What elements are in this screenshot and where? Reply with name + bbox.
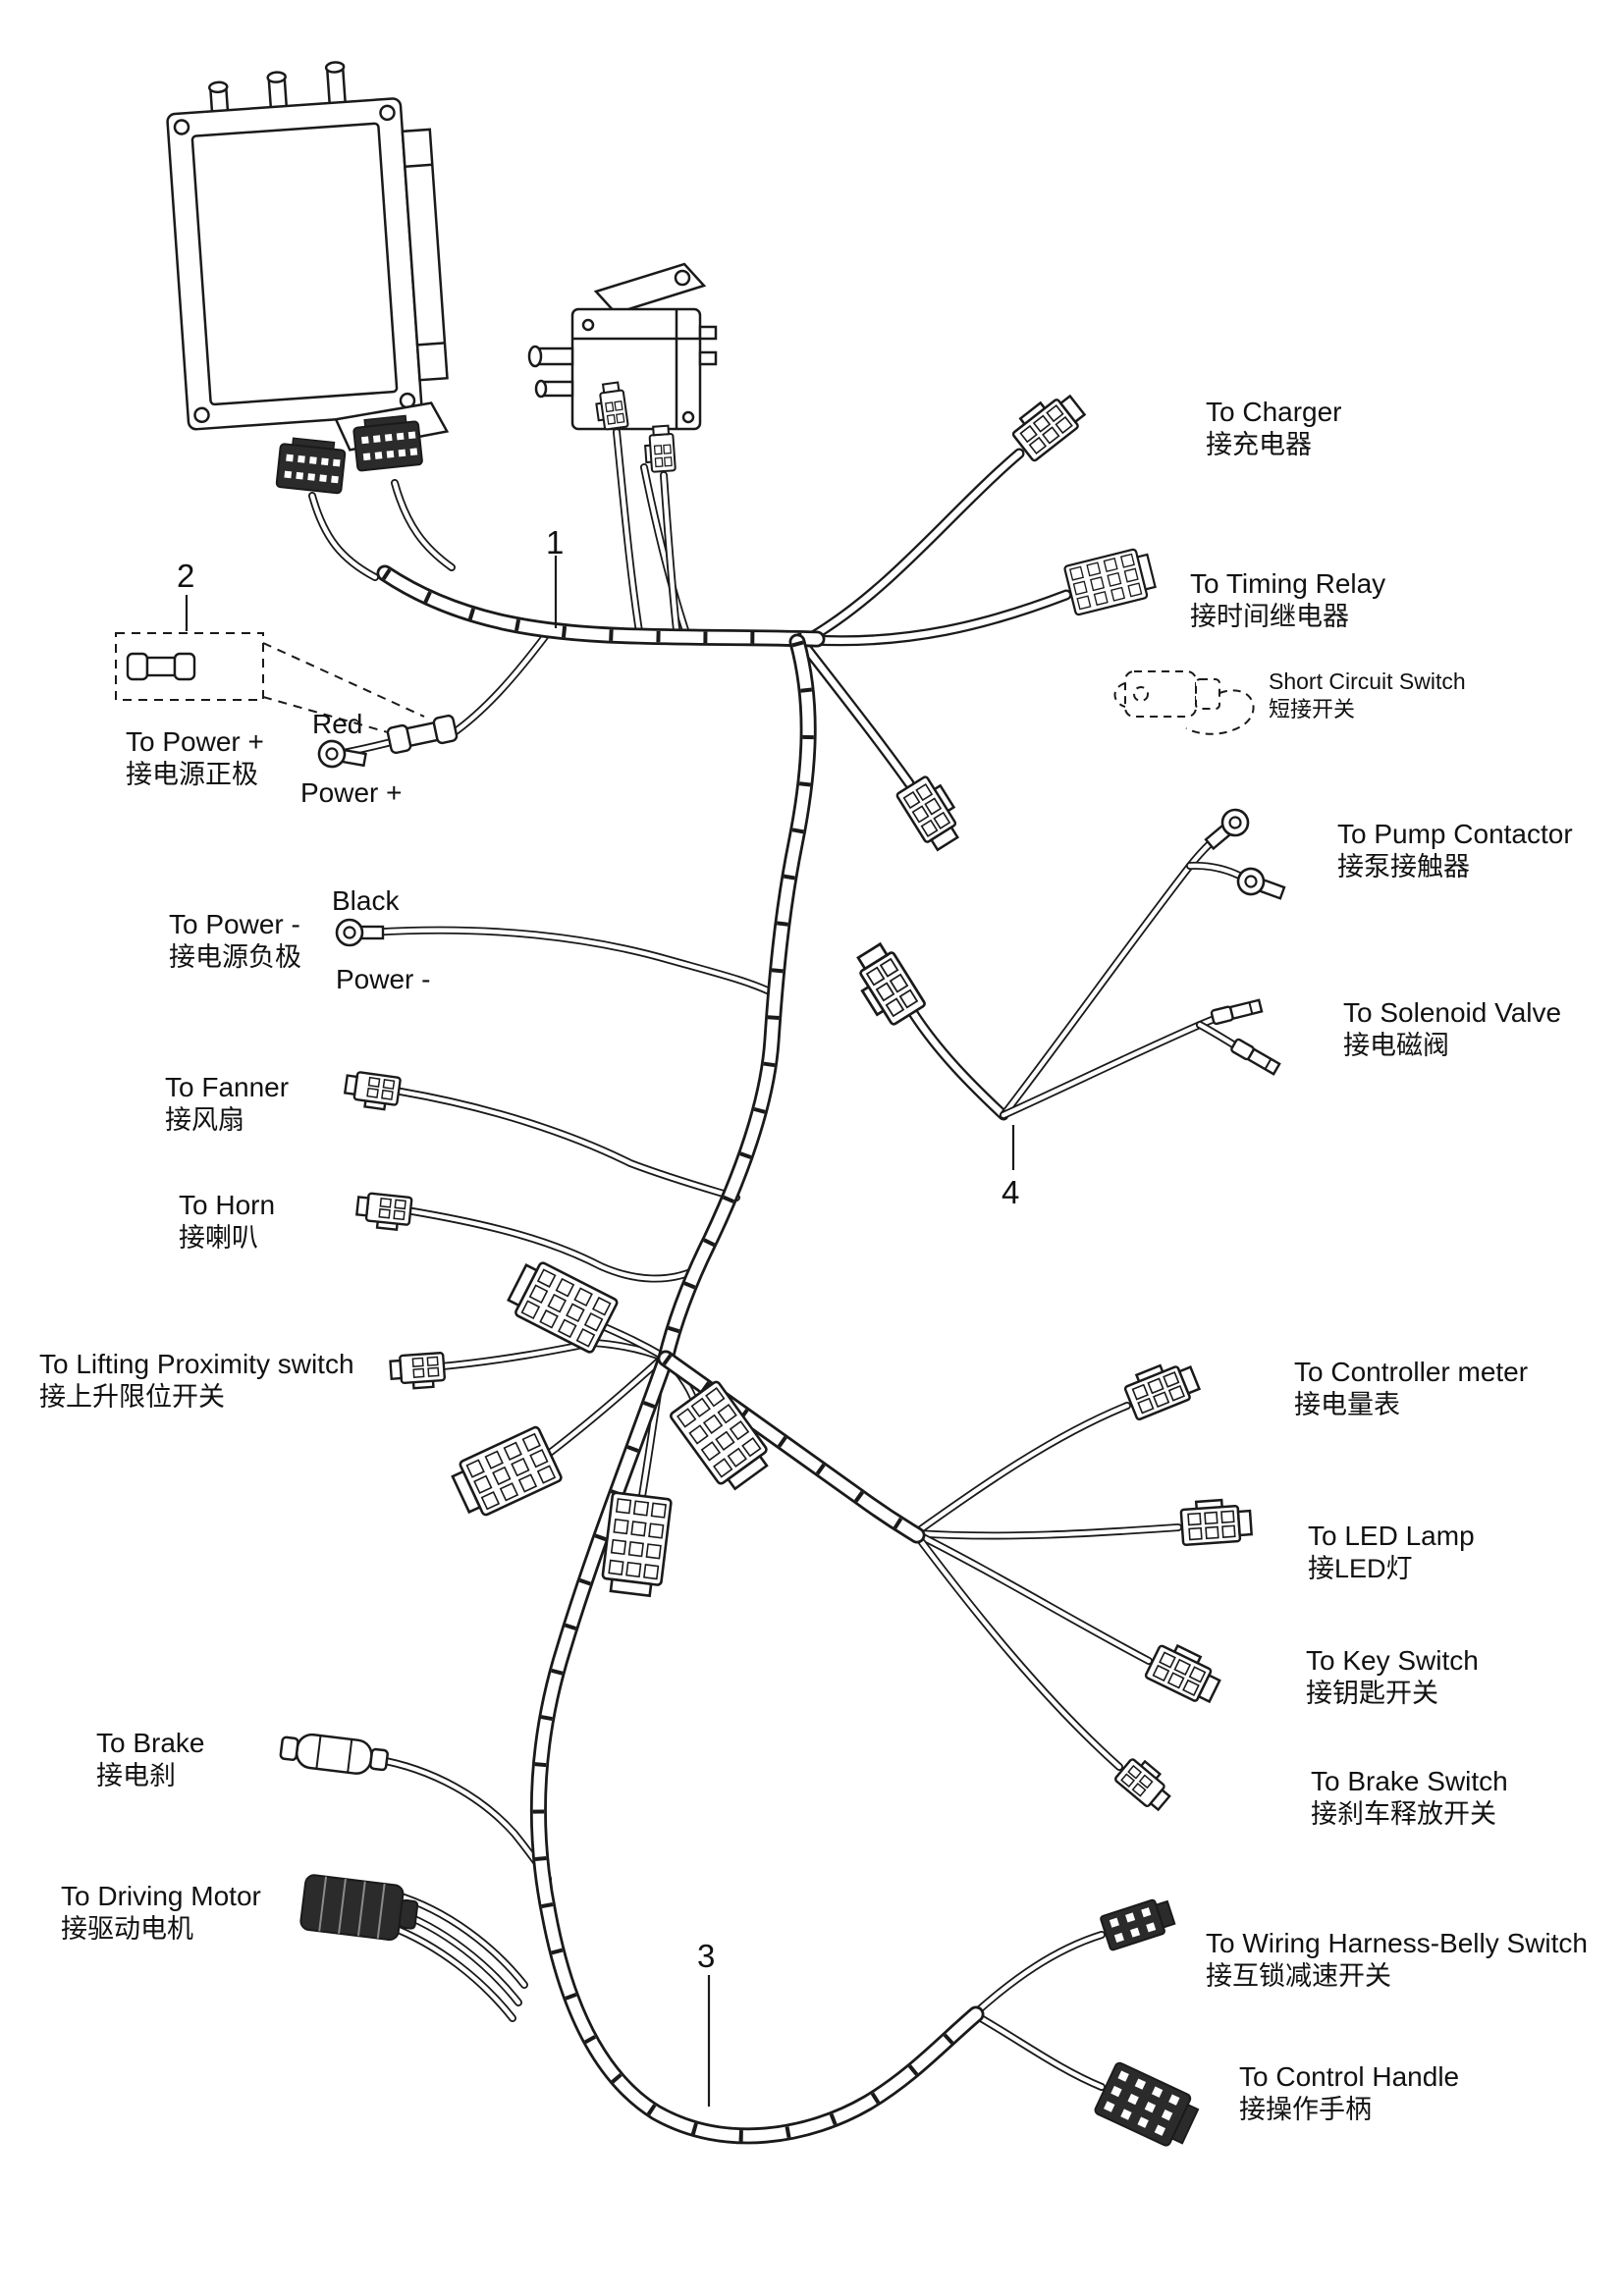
label-wire-black: Black xyxy=(332,885,400,916)
label-to-charger-zh: 接充电器 xyxy=(1206,430,1312,459)
callout-1: 1 xyxy=(546,524,565,561)
cluster-connector-a xyxy=(502,1255,620,1356)
label-to-belly-switch: To Wiring Harness-Belly Switch 接互锁减速开关 xyxy=(1206,1926,1588,1994)
label-to-horn-en: To Horn xyxy=(179,1190,276,1220)
label-to-belly-switch-en: To Wiring Harness-Belly Switch xyxy=(1206,1928,1588,1958)
label-to-key-switch: To Key Switch 接钥匙开关 xyxy=(1306,1643,1479,1711)
label-to-brake-switch-zh: 接刹车释放开关 xyxy=(1311,1799,1496,1829)
harness-wires xyxy=(312,432,1257,2136)
label-wire-power-minus: Power - xyxy=(336,964,431,994)
label-to-controller-meter-zh: 接电量表 xyxy=(1294,1390,1400,1419)
label-to-fanner-zh: 接风扇 xyxy=(165,1105,244,1135)
label-to-driving-motor: To Driving Motor 接驱动电机 xyxy=(61,1879,261,1947)
label-wire-power-plus: Power + xyxy=(300,777,403,808)
driving-motor-connector xyxy=(299,1874,419,1942)
brake-connector xyxy=(279,1733,389,1775)
label-to-power-minus-zh: 接电源负极 xyxy=(169,942,301,972)
label-to-solenoid-valve: To Solenoid Valve 接电磁阀 xyxy=(1343,995,1561,1063)
label-to-timing-relay-zh: 接时间继电器 xyxy=(1190,602,1349,631)
label-to-brake-switch-en: To Brake Switch xyxy=(1311,1766,1508,1796)
short-circuit-switch xyxy=(1113,670,1255,735)
power-plus-ring-terminal xyxy=(315,737,369,774)
power-plus-fuse-holder xyxy=(385,714,460,755)
key-switch-connector xyxy=(1143,1637,1227,1709)
controller-meter-connector xyxy=(1120,1354,1203,1421)
label-to-led-lamp-zh: 接LED灯 xyxy=(1308,1554,1413,1583)
belly-switch-connector xyxy=(1099,1895,1178,1952)
label-to-control-handle-en: To Control Handle xyxy=(1239,2061,1460,2092)
label-to-solenoid-valve-zh: 接电磁阀 xyxy=(1343,1031,1449,1060)
controller-unit xyxy=(166,61,450,452)
pump-contactor-ring-2 xyxy=(1233,864,1288,907)
lifting-proximity-connector xyxy=(388,1351,447,1391)
control-handle-connector xyxy=(1093,2060,1204,2153)
label-to-key-switch-zh: 接钥匙开关 xyxy=(1306,1679,1438,1708)
label-to-timing-relay: To Timing Relay 接时间继电器 xyxy=(1190,566,1385,634)
label-to-fanner: To Fanner 接风扇 xyxy=(165,1070,289,1138)
label-to-brake-zh: 接电刹 xyxy=(96,1761,176,1790)
label-wire-red: Red xyxy=(312,709,363,739)
timing-relay-connector xyxy=(1062,545,1159,616)
label-to-power-minus: To Power - 接电源负极 xyxy=(169,907,301,975)
fuse-detail xyxy=(115,632,425,743)
label-to-solenoid-valve-en: To Solenoid Valve xyxy=(1343,997,1562,1028)
contactor-pigtail-connector-2 xyxy=(642,424,677,474)
label-to-horn-zh: 接喇叭 xyxy=(179,1223,258,1253)
label-to-pump-contactor-zh: 接泵接触器 xyxy=(1337,852,1470,881)
label-to-charger-en: To Charger xyxy=(1206,397,1342,427)
label-to-control-handle: To Control Handle 接操作手柄 xyxy=(1239,2059,1459,2127)
label-to-brake-en: To Brake xyxy=(96,1728,205,1758)
label-to-driving-motor-en: To Driving Motor xyxy=(61,1881,261,1911)
label-short-circuit-switch-en: Short Circuit Switch xyxy=(1269,668,1466,694)
label-to-timing-relay-en: To Timing Relay xyxy=(1190,568,1386,599)
label-to-lifting-proximity: To Lifting Proximity switch 接上升限位开关 xyxy=(39,1347,354,1415)
label-to-driving-motor-zh: 接驱动电机 xyxy=(61,1914,193,1944)
led-lamp-connector xyxy=(1179,1496,1254,1547)
callout-lines xyxy=(185,556,1015,2107)
cluster-connector-d xyxy=(599,1491,674,1599)
label-short-circuit-switch: Short Circuit Switch 短接开关 xyxy=(1269,667,1466,722)
brake-switch-connector xyxy=(1112,1752,1178,1815)
label-to-brake: To Brake 接电刹 xyxy=(96,1726,205,1793)
label-to-pump-contactor: To Pump Contactor 接泵接触器 xyxy=(1337,817,1573,884)
label-to-key-switch-en: To Key Switch xyxy=(1306,1645,1479,1676)
label-short-circuit-switch-zh: 短接开关 xyxy=(1269,696,1356,721)
fanner-connector xyxy=(342,1069,403,1113)
label-to-power-plus: To Power + 接电源正极 xyxy=(126,724,264,792)
cluster-connector-b xyxy=(668,1379,777,1496)
callout-3: 3 xyxy=(697,1938,716,1974)
label-to-belly-switch-zh: 接互锁减速开关 xyxy=(1206,1961,1391,1991)
label-to-lifting-proximity-en: To Lifting Proximity switch xyxy=(39,1349,354,1379)
label-to-power-minus-en: To Power - xyxy=(169,909,300,939)
label-to-power-plus-zh: 接电源正极 xyxy=(126,760,258,789)
label-to-control-handle-zh: 接操作手柄 xyxy=(1239,2095,1372,2124)
label-to-controller-meter: To Controller meter 接电量表 xyxy=(1294,1355,1528,1422)
label-to-led-lamp-en: To LED Lamp xyxy=(1308,1521,1475,1551)
label-to-charger: To Charger 接充电器 xyxy=(1206,395,1342,462)
controller-connector-a xyxy=(275,436,348,495)
cluster-connector-c xyxy=(447,1424,564,1522)
label-to-led-lamp: To LED Lamp 接LED灯 xyxy=(1308,1519,1475,1586)
label-to-fanner-en: To Fanner xyxy=(165,1072,290,1102)
callout-4: 4 xyxy=(1001,1174,1020,1210)
label-to-lifting-proximity-zh: 接上升限位开关 xyxy=(39,1382,225,1412)
solenoid-spade-2 xyxy=(1229,1037,1281,1077)
label-to-power-plus-en: To Power + xyxy=(126,726,264,757)
power-minus-ring-terminal xyxy=(335,918,385,947)
label-to-horn: To Horn 接喇叭 xyxy=(179,1188,275,1255)
solenoid-spade-1 xyxy=(1210,997,1264,1026)
label-to-brake-switch: To Brake Switch 接刹车释放开关 xyxy=(1311,1764,1508,1832)
callout-2: 2 xyxy=(177,558,195,594)
label-to-pump-contactor-en: To Pump Contactor xyxy=(1337,819,1573,849)
horn-connector xyxy=(354,1191,413,1233)
label-to-controller-meter-en: To Controller meter xyxy=(1294,1357,1529,1387)
